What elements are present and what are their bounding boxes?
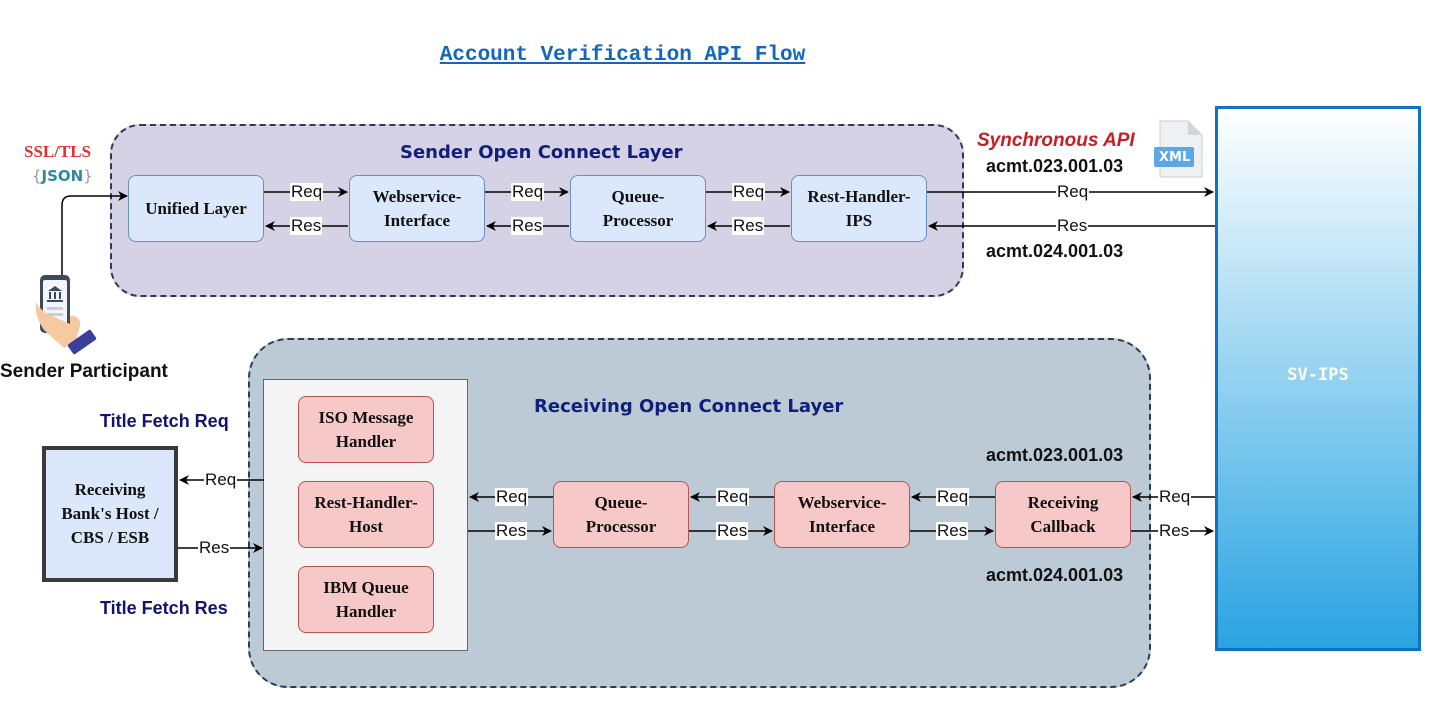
synchronous-api-label: Synchronous API <box>977 130 1135 151</box>
iso-message-handler-node: ISO Message Handler <box>298 396 434 463</box>
json-text: JSON <box>41 167 84 185</box>
recv-queue-processor-node: Queue-Processor <box>553 481 689 548</box>
sv-ips-system: SV-IPS <box>1215 106 1421 651</box>
res-label: Res <box>495 521 528 540</box>
sender-participant-label: Sender Participant <box>0 361 168 382</box>
req-label: Req <box>495 487 529 506</box>
res-label: Res <box>716 521 749 540</box>
res-label: Res <box>511 216 544 235</box>
res-label: Res <box>936 521 969 540</box>
req-label: Req <box>936 487 970 506</box>
rest-handler-host-node: Rest-Handler-Host <box>298 481 434 548</box>
res-label: Res <box>1056 216 1089 235</box>
res-label: Res <box>198 538 231 557</box>
xml-file-icon: XML <box>1152 119 1206 179</box>
unified-layer-node: Unified Layer <box>128 175 264 242</box>
req-label: Req <box>290 182 324 201</box>
req-label: Req <box>716 487 750 506</box>
receiving-layer-title: Receiving Open Connect Layer <box>534 396 844 417</box>
queue-processor-node: Queue-Processor <box>570 175 706 242</box>
recv-request-message-code: acmt.023.001.03 <box>986 445 1124 465</box>
webservice-interface-node: Webservice-Interface <box>349 175 485 242</box>
req-label: Req <box>732 182 766 201</box>
json-format-label: {JSON} <box>32 167 93 185</box>
title-fetch-res-label: Title Fetch Res <box>100 598 228 618</box>
res-label: Res <box>1158 521 1191 540</box>
recv-response-message-code: acmt.024.001.03 <box>986 565 1124 585</box>
receiving-bank-host: Receiving Bank's Host / CBS / ESB <box>42 446 178 582</box>
sv-ips-label: SV-IPS <box>1287 364 1349 385</box>
xml-icon-text: XML <box>1159 150 1191 165</box>
title-fetch-req-label: Title Fetch Req <box>100 411 229 431</box>
request-message-code: acmt.023.001.03 <box>986 156 1124 176</box>
recv-webservice-interface-node: Webservice-Interface <box>774 481 910 548</box>
req-label: Req <box>1056 182 1090 201</box>
res-label: Res <box>732 216 765 235</box>
sender-layer-title: Sender Open Connect Layer <box>400 142 683 163</box>
req-label: Req <box>204 470 238 489</box>
res-label: Res <box>290 216 323 235</box>
rest-handler-ips-node: Rest-Handler-IPS <box>791 175 927 242</box>
ibm-queue-handler-node: IBM Queue Handler <box>298 566 434 633</box>
req-label: Req <box>511 182 545 201</box>
host-label: Receiving Bank's Host / CBS / ESB <box>61 480 159 547</box>
ssl-tls-label: SSL/TLS <box>24 142 92 161</box>
page-title: Account Verification API Flow <box>439 44 806 67</box>
mobile-banking-icon <box>34 274 98 360</box>
receiving-callback-node: Receiving Callback <box>995 481 1131 548</box>
req-label: Req <box>1158 487 1192 506</box>
response-message-code: acmt.024.001.03 <box>986 241 1124 261</box>
